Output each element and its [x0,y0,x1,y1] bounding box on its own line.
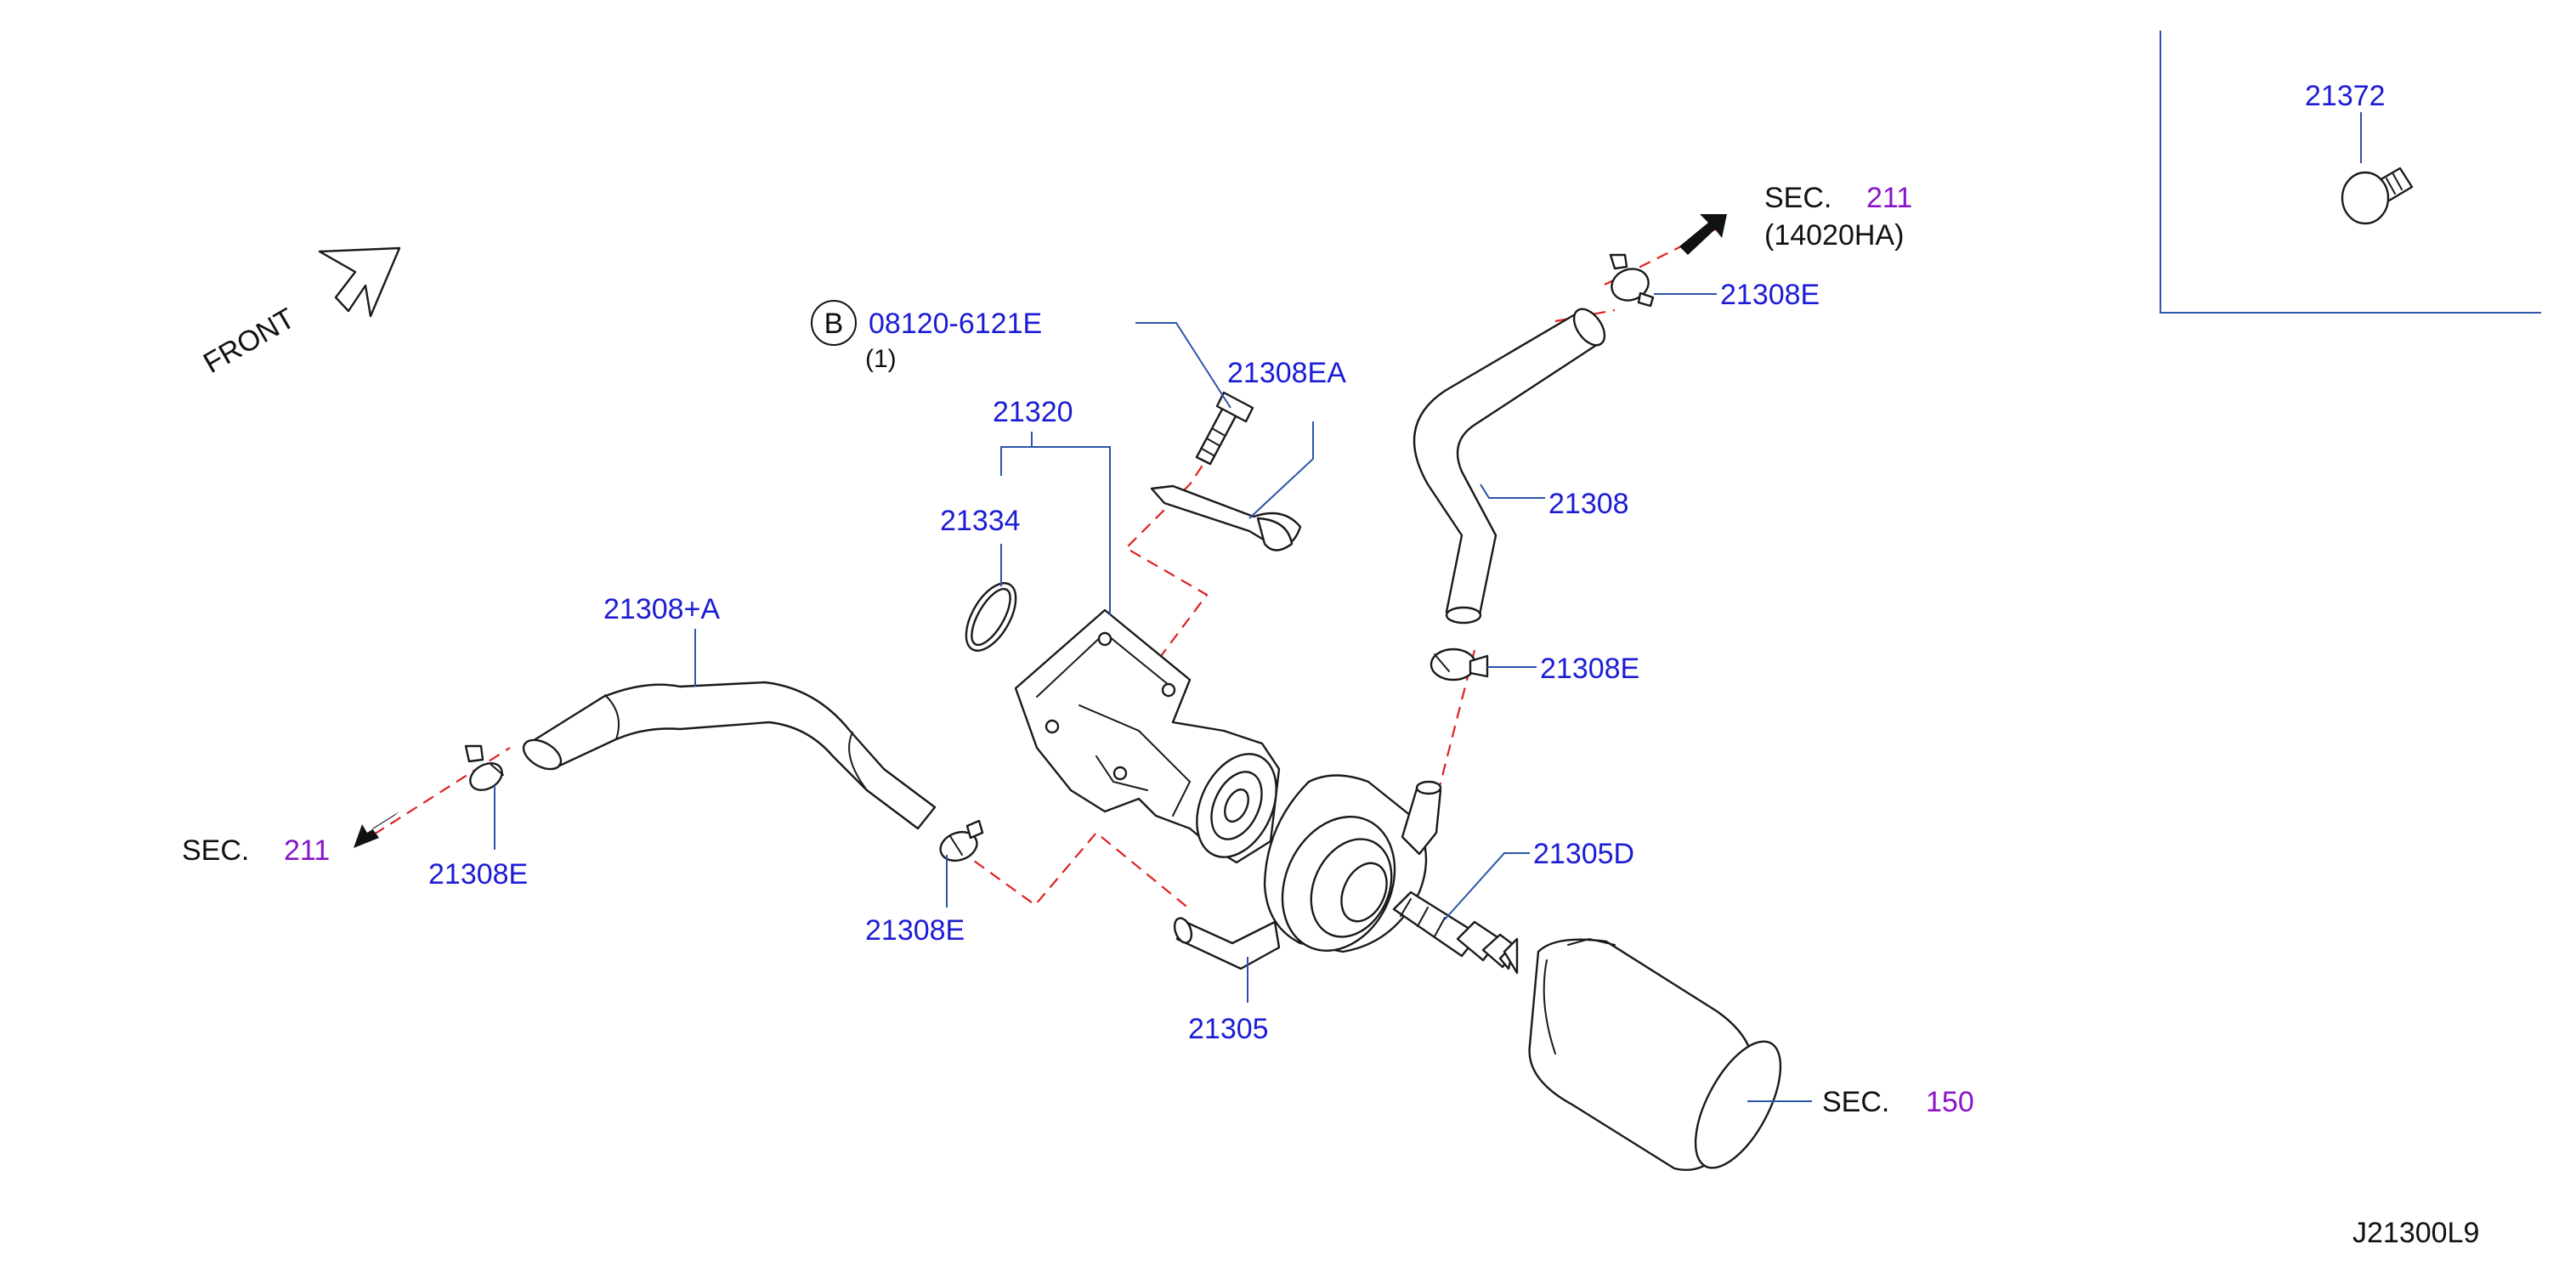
front-label: FRONT [198,302,300,379]
housing-21320 [1014,608,1281,864]
leader-21320 [1000,432,1111,615]
sec-prefix-left: SEC. [182,834,249,867]
clamp-21308E-lower [939,819,984,862]
sec-prefix-top-right: SEC. [1764,182,1832,214]
plug-21372 [2341,167,2414,225]
oil-cooler-21305 [1173,774,1442,970]
sec-prefix-filter: SEC. [1822,1086,1889,1118]
leader-21305D [1444,852,1530,920]
clamp-21308E-top [1609,253,1655,308]
bolt-quantity: (1) [865,345,897,373]
part-21308E-top: 21308E [1720,279,1820,311]
leader-21308 [1480,483,1545,499]
hose-21308A [522,681,937,830]
bracket-21308EA [1150,484,1302,551]
sec-number-filter: 150 [1926,1086,1974,1118]
bolt-callout-letter: B [824,308,844,340]
inset-frame [2160,31,2541,314]
leader-bolt [1135,322,1231,409]
clamp-21308E-mid [1430,647,1489,681]
bolt-part-number: 08120-6121E [869,308,1042,340]
leader-21308EA [1248,421,1314,519]
part-21308E-mid: 21308E [1540,653,1639,685]
part-21308A: 21308+A [603,593,720,625]
clamp-21308E-left [464,744,504,791]
part-21308E-left: 21308E [428,858,528,891]
bolt-08120-6121E [1195,391,1254,466]
oring-21334 [965,582,1017,652]
sec-sub-top-right: (14020HA) [1764,219,1904,252]
diagram-code: J21300L9 [2352,1217,2479,1249]
labels: B 08120-6121E (1) 21372 21308E 21308EA 2… [182,80,2479,1249]
connection-lines [373,227,1719,910]
leader-lines [494,112,2362,1102]
part-21308E-lower: 21308E [865,914,965,947]
dash-left [373,747,511,835]
hose-21308 [1413,308,1606,625]
part-21308: 21308 [1548,488,1629,520]
part-21305D: 21305D [1533,838,1634,870]
connector-21305D [1392,891,1519,975]
arrow-to-sec-211-top [1679,214,1727,255]
dash-lower [958,831,1191,910]
sec-number-left: 211 [284,834,330,867]
part-21334: 21334 [940,505,1021,537]
part-21305: 21305 [1188,1013,1269,1045]
part-21308EA: 21308EA [1227,357,1346,389]
front-arrow [318,246,401,318]
arrow-to-sec-211-left [354,811,399,848]
bolt-callout-circle [811,300,857,346]
dash-bolt-bracket [1124,433,1225,664]
part-21320: 21320 [993,396,1073,428]
part-21372: 21372 [2305,80,2386,112]
sec-number-top-right: 211 [1866,182,1912,214]
oil-filter-sec-150 [1528,937,1782,1171]
